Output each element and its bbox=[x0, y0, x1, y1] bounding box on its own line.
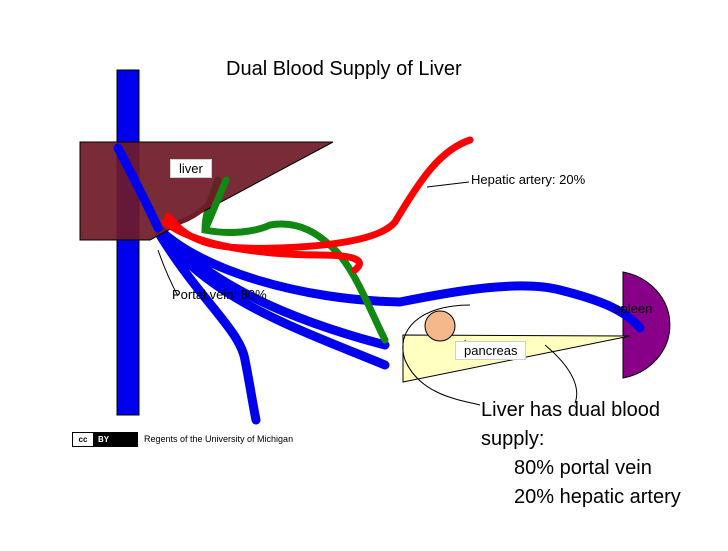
diagram-title: Dual Blood Supply of Liver bbox=[226, 58, 462, 80]
portal-vein bbox=[153, 223, 645, 425]
summary-line-2: supply: bbox=[481, 428, 545, 450]
credit-text: Regents of the University of Michigan bbox=[144, 434, 294, 444]
spleen bbox=[622, 271, 671, 379]
cc-icon: cc bbox=[73, 433, 94, 446]
vessels-over-liver bbox=[113, 143, 230, 234]
liver-label: liver bbox=[170, 159, 212, 178]
liver bbox=[79, 141, 334, 241]
pancreas-label: pancreas bbox=[455, 341, 527, 360]
summary-line-4: 20% hepatic artery bbox=[514, 486, 681, 508]
portal-vein-label: Portal vein: 80% bbox=[172, 287, 267, 302]
cc-by-label: BY bbox=[94, 433, 137, 446]
hepatic-artery-label: Hepatic artery: 20% bbox=[471, 172, 586, 187]
summary-line-1: Liver has dual blood bbox=[481, 399, 661, 421]
gallbladder bbox=[424, 310, 456, 342]
hepatic-artery bbox=[161, 136, 474, 274]
cc-license-badge: cc BY bbox=[72, 432, 138, 447]
spleen-label: spleen bbox=[614, 301, 653, 316]
summary-text: Liver has dual blood supply: 80% portal … bbox=[481, 396, 681, 512]
summary-line-3: 80% portal vein bbox=[514, 457, 652, 479]
vena-cava bbox=[116, 69, 140, 416]
